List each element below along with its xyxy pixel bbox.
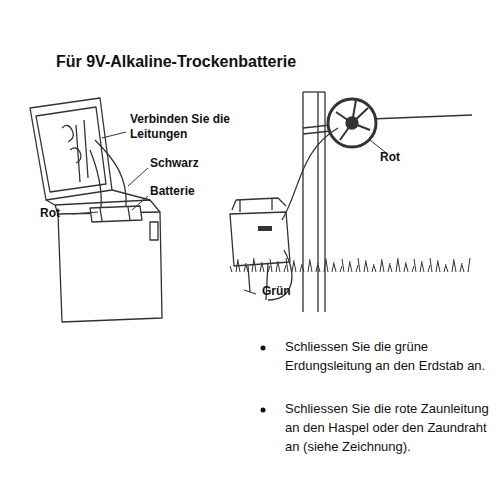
callout-label: Verbinden Sie die Leitungen bbox=[130, 112, 240, 142]
grass-blade bbox=[286, 258, 288, 272]
grass-blade bbox=[316, 263, 318, 272]
grass bbox=[230, 258, 470, 272]
grass-blade bbox=[444, 264, 446, 272]
instruction: Schliessen Sie die rote Zaunleitung an d… bbox=[285, 400, 490, 457]
grass-blade bbox=[446, 266, 448, 272]
grass-blade bbox=[262, 264, 264, 272]
part-label: Batterie bbox=[150, 184, 230, 199]
grass-blade bbox=[406, 264, 408, 272]
grass-blade bbox=[462, 265, 464, 272]
grass-blade bbox=[294, 262, 296, 272]
grass-blade bbox=[310, 261, 312, 272]
grass-blade bbox=[276, 261, 278, 272]
grass-blade bbox=[388, 263, 390, 272]
grass-blade bbox=[268, 266, 270, 272]
grass-blade bbox=[332, 262, 334, 272]
grass-blade bbox=[284, 265, 286, 272]
grass-blade bbox=[246, 265, 248, 272]
wire-label: Rot bbox=[40, 206, 80, 221]
bullet bbox=[261, 346, 266, 351]
grass-blade bbox=[340, 266, 342, 272]
grass-blade bbox=[244, 263, 246, 272]
grass-blade bbox=[382, 261, 384, 272]
grass-blade bbox=[364, 260, 366, 272]
grass-blade bbox=[438, 262, 440, 272]
grass-blade bbox=[270, 259, 272, 272]
grass-blade bbox=[238, 261, 240, 272]
grass-blade bbox=[236, 259, 238, 272]
wire-label: Schwarz bbox=[150, 156, 230, 171]
grass-blade bbox=[412, 266, 414, 272]
grass-blade bbox=[350, 263, 352, 272]
red-wire bbox=[282, 128, 338, 220]
grass-blade bbox=[292, 260, 294, 272]
grass-blade bbox=[278, 263, 280, 272]
wire-label: Grün bbox=[262, 284, 312, 299]
grass-blade bbox=[342, 259, 344, 272]
instruction: Schliessen Sie die grüne Erdungsleitung … bbox=[285, 338, 490, 376]
grass-blade bbox=[460, 263, 462, 272]
title: Für 9V-Alkaline-Trockenbatterie bbox=[56, 52, 296, 72]
reel bbox=[328, 99, 376, 147]
grass-blade bbox=[430, 258, 432, 272]
grass-blade bbox=[230, 266, 232, 272]
bullet bbox=[261, 408, 266, 413]
grass-blade bbox=[308, 259, 310, 272]
grass-blade bbox=[334, 264, 336, 272]
grass-blade bbox=[398, 260, 400, 272]
grass-blade bbox=[254, 260, 256, 272]
grass-blade bbox=[358, 258, 360, 272]
grass-blade bbox=[404, 262, 406, 272]
grass-blade bbox=[454, 261, 456, 272]
grass-blade bbox=[380, 259, 382, 272]
grass-blade bbox=[372, 264, 374, 272]
grass-blade bbox=[318, 265, 320, 272]
grass-blade bbox=[468, 258, 470, 272]
grass-blade bbox=[356, 265, 358, 272]
grass-blade bbox=[326, 260, 328, 272]
wire-label: Rot bbox=[380, 150, 420, 165]
grass-blade bbox=[414, 259, 416, 272]
grass-blade bbox=[436, 260, 438, 272]
grass-blade bbox=[422, 263, 424, 272]
grass-blade bbox=[428, 265, 430, 272]
grass-blade bbox=[390, 265, 392, 272]
grass-blade bbox=[300, 264, 302, 272]
grass-blade bbox=[260, 262, 262, 272]
grass-blade bbox=[374, 266, 376, 272]
grass-blade bbox=[366, 262, 368, 272]
grass-blade bbox=[452, 259, 454, 272]
grass-blade bbox=[302, 266, 304, 272]
grass-blade bbox=[420, 261, 422, 272]
grass-blade bbox=[348, 261, 350, 272]
leader-line bbox=[72, 132, 148, 214]
